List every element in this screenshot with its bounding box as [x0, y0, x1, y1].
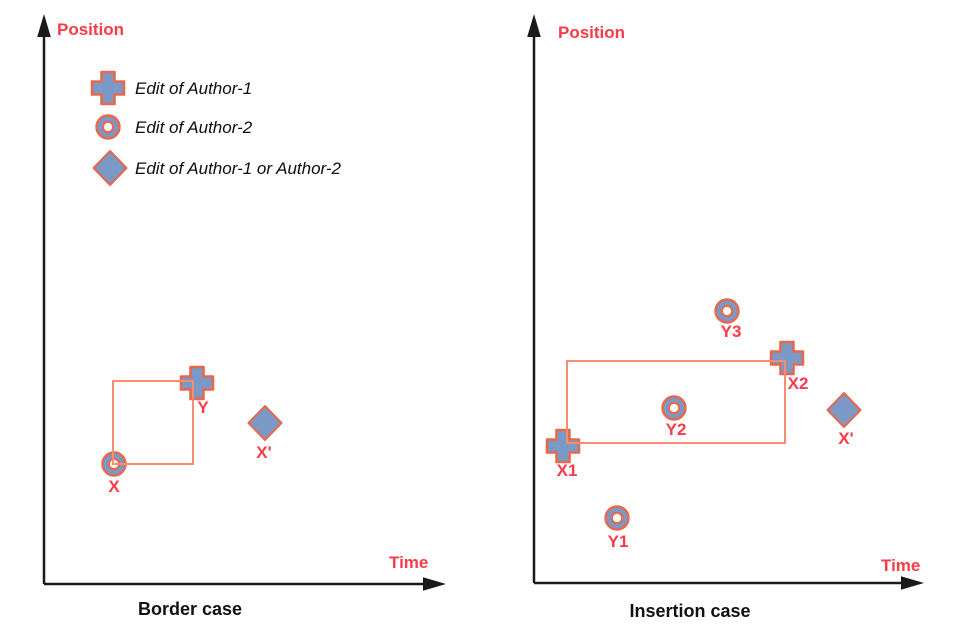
insertion-case-marker-label-x1: X1	[556, 461, 578, 480]
legend-circle-marker-icon	[95, 114, 121, 140]
insertion-case-highlight-rect	[566, 360, 786, 444]
insertion-case-marker-x-prime	[826, 392, 862, 428]
x-axis-title-border-case: Time	[389, 553, 429, 572]
y-axis-arrowhead-icon	[37, 14, 51, 37]
border-case-marker-x-prime	[247, 405, 283, 441]
insertion-case-marker-y3	[714, 298, 740, 324]
border-case-marker-label-x-prime: X'	[256, 443, 272, 462]
insertion-case-marker-label-x2: X2	[787, 374, 809, 393]
x-axis-arrowhead-icon	[423, 577, 446, 591]
legend-diamond-marker-icon	[92, 150, 128, 186]
legend-label-author-2: Edit of Author-2	[135, 118, 253, 137]
border-case-axes	[37, 14, 446, 591]
insertion-case-axes	[527, 14, 924, 590]
border-case-marker-label-y: Y	[197, 398, 209, 417]
legend-plus-marker-icon	[90, 70, 126, 106]
insertion-case-marker-label-y3: Y3	[720, 322, 742, 341]
legend-label-author-1: Edit of Author-1	[135, 79, 253, 98]
panel-title-insertion-case: Insertion case	[629, 601, 751, 621]
y-axis-arrowhead-icon	[527, 14, 541, 37]
border-case-highlight-rect	[112, 380, 194, 465]
border-case-marker-label-x: X	[108, 477, 120, 496]
insertion-case-marker-label-y1: Y1	[607, 532, 629, 551]
insertion-case-marker-label-y2: Y2	[665, 420, 687, 439]
y-axis-title-border-case: Position	[57, 20, 125, 39]
insertion-case-marker-y2	[661, 395, 687, 421]
border-case-marker-y	[179, 365, 215, 401]
y-axis-title-insertion-case: Position	[558, 23, 626, 42]
insertion-case-marker-x1	[545, 428, 581, 464]
x-axis-arrowhead-icon	[901, 576, 924, 590]
insertion-case-marker-x2	[769, 340, 805, 376]
insertion-case-marker-label-x-prime: X'	[838, 429, 854, 448]
x-axis-title-insertion-case: Time	[881, 556, 921, 575]
insertion-case-marker-y1	[604, 505, 630, 531]
legend-label-author-1-or-2: Edit of Author-1 or Author-2	[135, 159, 342, 178]
panel-title-border-case: Border case	[137, 599, 243, 619]
